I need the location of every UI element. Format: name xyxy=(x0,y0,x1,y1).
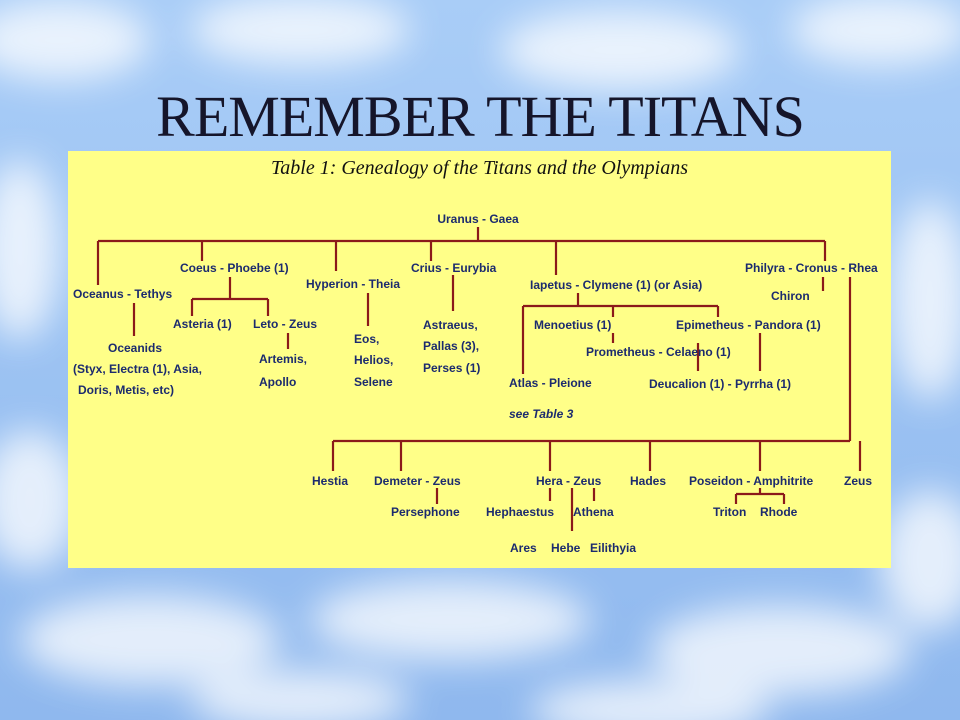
node-eos: Eos, xyxy=(354,332,379,346)
node-chiron: Chiron xyxy=(771,289,810,303)
node-deucalion-pyrrha: Deucalion (1) - Pyrrha (1) xyxy=(649,377,791,391)
node-oceanids: Oceanids xyxy=(108,341,162,355)
node-coeus-phoebe: Coeus - Phoebe (1) xyxy=(180,261,289,275)
node-uranus-gaea: Uranus - Gaea xyxy=(437,212,519,226)
tree-edges xyxy=(96,227,862,531)
node-menoetius: Menoetius (1) xyxy=(534,318,611,332)
slide-title: REMEMBER THE TITANS xyxy=(156,84,805,149)
node-hebe: Hebe xyxy=(551,541,581,555)
node-athena: Athena xyxy=(573,505,614,519)
node-leto-zeus: Leto - Zeus xyxy=(253,317,317,331)
genealogy-table: Table 1: Genealogy of the Titans and the… xyxy=(68,151,891,568)
node-apollo: Apollo xyxy=(259,375,296,389)
node-helios: Helios, xyxy=(354,353,393,367)
node-triton: Triton xyxy=(713,505,746,519)
node-persephone: Persephone xyxy=(391,505,460,519)
table-caption: Table 1: Genealogy of the Titans and the… xyxy=(270,157,688,179)
node-eilithyia: Eilithyia xyxy=(590,541,636,555)
node-perses: Perses (1) xyxy=(423,361,480,375)
node-pallas: Pallas (3), xyxy=(423,339,479,353)
node-poseidon-amphitrite: Poseidon - Amphitrite xyxy=(689,474,814,488)
node-epimetheus-pandora: Epimetheus - Pandora (1) xyxy=(676,318,821,332)
node-ares: Ares xyxy=(510,541,537,555)
node-iapetus-clymene: Iapetus - Clymene (1) (or Asia) xyxy=(530,278,702,292)
node-astraeus: Astraeus, xyxy=(423,318,478,332)
family-tree: Uranus - Gaea Oceanus - Tethys Oceanids … xyxy=(73,212,878,555)
node-hyperion-theia: Hyperion - Theia xyxy=(306,277,400,291)
node-oceanids-list-2: Doris, Metis, etc) xyxy=(78,383,174,397)
node-artemis: Artemis, xyxy=(259,352,307,366)
node-atlas-pleione: Atlas - Pleione xyxy=(509,376,592,390)
node-oceanids-list-1: (Styx, Electra (1), Asia, xyxy=(73,362,202,376)
node-asteria: Asteria (1) xyxy=(173,317,232,331)
node-oceanus-tethys: Oceanus - Tethys xyxy=(73,287,172,301)
node-zeus: Zeus xyxy=(844,474,872,488)
node-hephaestus: Hephaestus xyxy=(486,505,554,519)
node-demeter-zeus: Demeter - Zeus xyxy=(374,474,461,488)
node-rhode: Rhode xyxy=(760,505,798,519)
node-hades: Hades xyxy=(630,474,666,488)
node-philyra-cronus-rhea: Philyra - Cronus - Rhea xyxy=(745,261,878,275)
node-hestia: Hestia xyxy=(312,474,348,488)
node-prometheus-celaeno: Prometheus - Celaeno (1) xyxy=(586,345,731,359)
note-see-table-3: see Table 3 xyxy=(509,407,574,421)
node-selene: Selene xyxy=(354,375,393,389)
node-hera-zeus: Hera - Zeus xyxy=(536,474,602,488)
node-crius-eurybia: Crius - Eurybia xyxy=(411,261,497,275)
